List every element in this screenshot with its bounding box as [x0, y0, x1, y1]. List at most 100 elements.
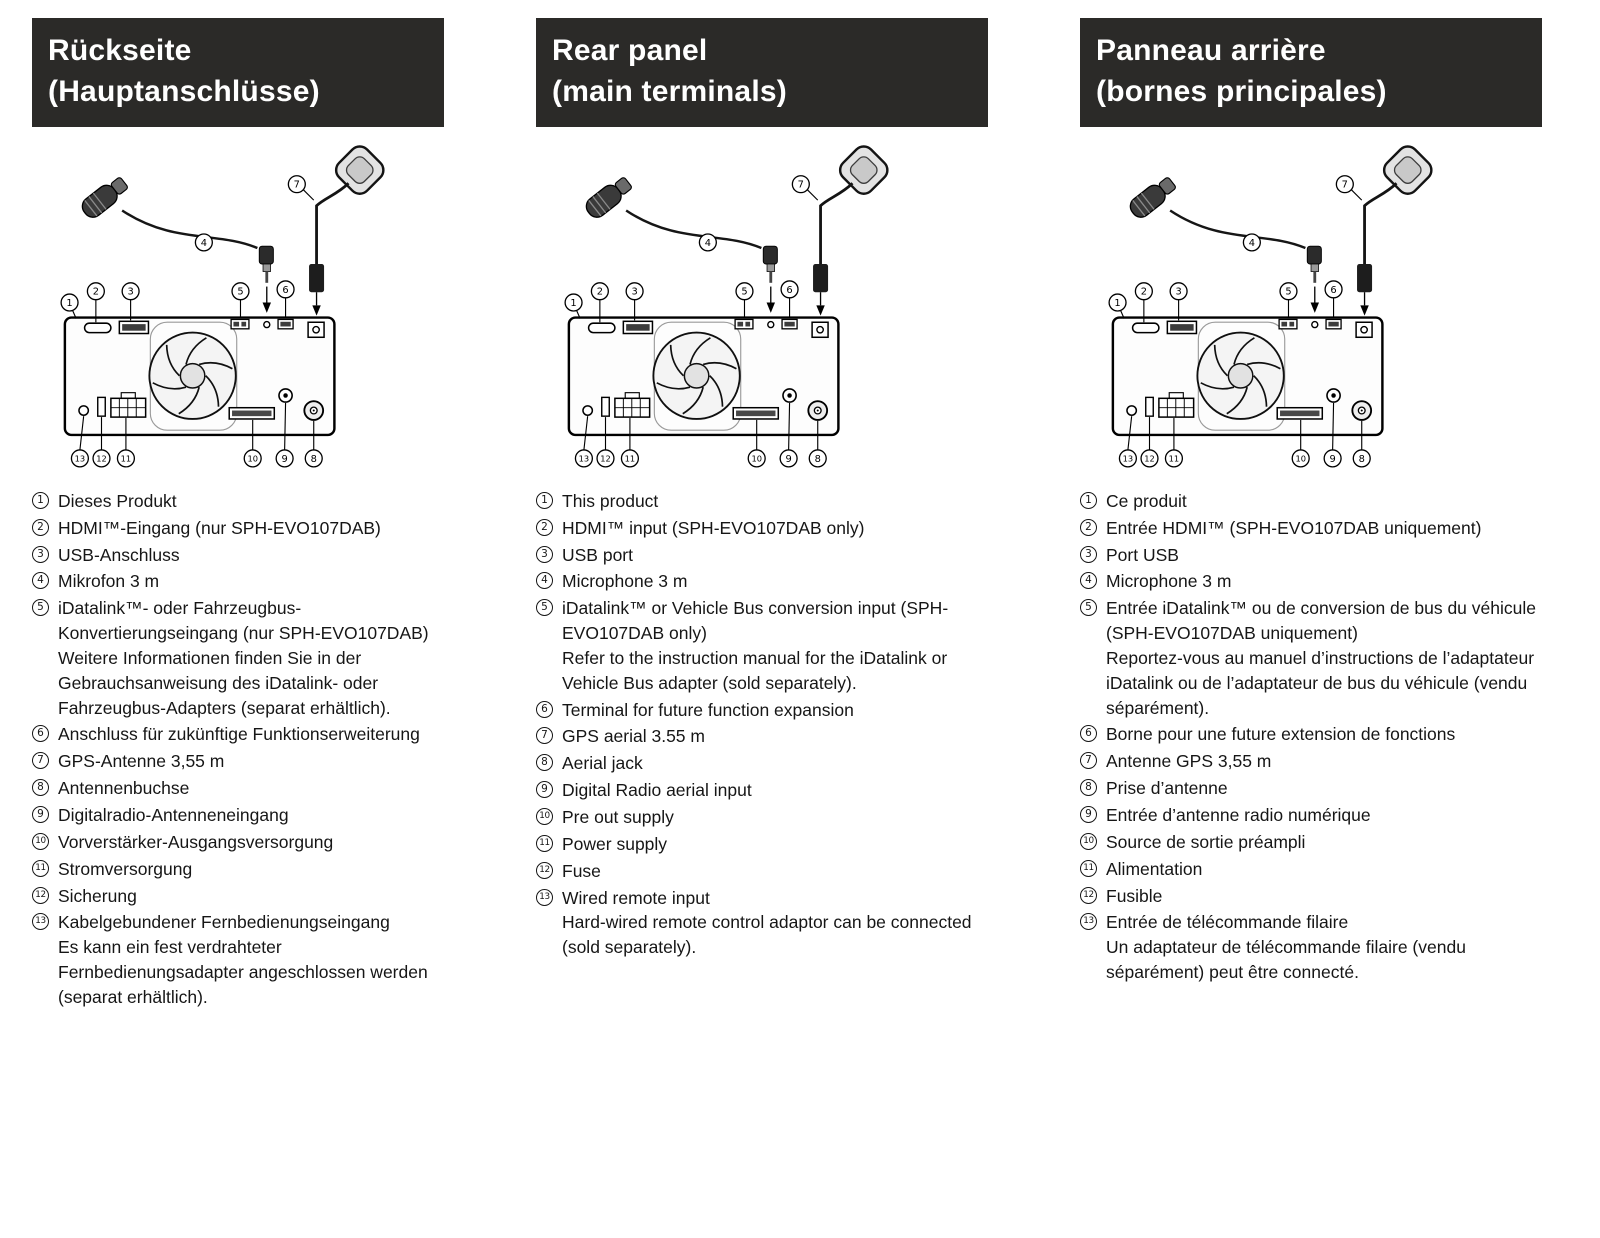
legend-item: 10 Pre out supply — [536, 805, 988, 830]
wired-remote-jack — [582, 404, 594, 416]
callout-8: 8 — [1352, 449, 1371, 468]
legend-item-note: Es kann ein fest verdrahteter Fernbedien… — [58, 937, 428, 1007]
legend-item-text: Fusible — [1106, 885, 1163, 906]
gps-aerial-jack — [307, 321, 325, 338]
svg-text:1: 1 — [66, 298, 72, 309]
fuse — [601, 396, 610, 417]
item-number-badge: 8 — [1080, 779, 1097, 797]
idatalink-port — [734, 318, 754, 330]
gps-antenna-icon — [309, 145, 385, 316]
legend-item-text: Mikrofon 3 m — [58, 571, 160, 592]
callout-10: 10 — [243, 449, 262, 468]
gps-aerial-jack — [1355, 321, 1373, 338]
callout-7: 7 — [1335, 174, 1354, 194]
svg-text:3: 3 — [631, 286, 637, 297]
legend-item-text: Pre out supply — [562, 806, 674, 827]
svg-text:3: 3 — [1175, 286, 1181, 297]
callout-13: 13 — [70, 449, 90, 468]
item-number-badge: 1 — [32, 491, 49, 509]
gps-cable — [819, 182, 854, 266]
item-number-badge: 8 — [32, 779, 49, 797]
item-number-badge: 3 — [1080, 545, 1097, 563]
svg-text:2: 2 — [597, 286, 603, 297]
cooling-fan-icon — [148, 321, 238, 431]
legend-item-text: Vorverstärker-Ausgangsversorgung — [58, 831, 334, 852]
item-number-badge: 2 — [536, 518, 553, 536]
rear-panel-unit — [567, 316, 840, 436]
legend-item-text: Stromversorgung — [58, 858, 193, 879]
gps-antenna-icon — [1357, 145, 1433, 316]
legend-item-text: Sicherung — [58, 885, 137, 906]
item-number-badge: 6 — [536, 700, 553, 718]
item-number-badge: 4 — [536, 572, 553, 590]
legend-item-text: Wired remote input — [562, 887, 710, 908]
item-number-badge: 13 — [32, 913, 49, 931]
aerial-jack — [303, 399, 325, 421]
item-number-badge: 9 — [32, 805, 49, 823]
svg-text:6: 6 — [282, 285, 288, 296]
item-number-badge: 10 — [536, 807, 553, 825]
wired-remote-jack — [1126, 404, 1138, 416]
callout-7: 7 — [287, 174, 306, 194]
item-number-badge: 1 — [536, 491, 553, 509]
svg-text:5: 5 — [237, 286, 243, 297]
usb-port — [622, 320, 654, 335]
legend-item-note: Hard-wired remote control adaptor can be… — [562, 912, 972, 958]
gps-connector-block — [813, 263, 829, 292]
item-number-badge: 11 — [536, 834, 553, 852]
power-connector — [110, 391, 147, 418]
rear-panel-unit — [63, 316, 336, 436]
microphone-icon — [81, 176, 274, 313]
svg-text:8: 8 — [1359, 454, 1365, 465]
callout-11: 11 — [1164, 449, 1184, 468]
legend-item-text: Prise d’antenne — [1106, 778, 1228, 799]
mic-input-jack — [767, 320, 775, 329]
mic-plug-collar — [262, 263, 271, 272]
svg-text:13: 13 — [75, 453, 86, 463]
legend-item-text: iDatalink™ or Vehicle Bus conversion inp… — [562, 598, 949, 644]
svg-text:5: 5 — [741, 286, 747, 297]
digital-radio-jack — [278, 387, 293, 403]
legend-item-text: Entrée de télécommande filaire — [1106, 912, 1349, 933]
svg-text:10: 10 — [1295, 453, 1306, 463]
callout-5: 5 — [231, 281, 250, 301]
expansion-port — [781, 318, 798, 330]
item-number-badge: 13 — [536, 888, 553, 906]
callout-1: 1 — [564, 293, 583, 312]
fuse — [1145, 396, 1154, 417]
column-french: Panneau arrière (bornes principales) — [1080, 18, 1542, 1012]
svg-text:11: 11 — [1169, 453, 1180, 463]
callout-9: 9 — [779, 449, 798, 468]
callout-8: 8 — [304, 449, 323, 468]
legend-item-note: Weitere Informationen finden Sie in der … — [58, 647, 391, 718]
microphone-cable — [121, 209, 258, 249]
callout-13: 13 — [1118, 449, 1138, 468]
svg-text:3: 3 — [127, 286, 133, 297]
gps-cable-arrow-icon — [1360, 305, 1369, 316]
legend-item-text: GPS-Antenne 3,55 m — [58, 751, 225, 772]
item-number-badge: 3 — [32, 545, 49, 563]
item-number-badge: 4 — [32, 572, 49, 590]
svg-text:2: 2 — [1141, 286, 1147, 297]
expansion-port — [277, 318, 294, 330]
item-number-badge: 7 — [1080, 752, 1097, 770]
item-number-badge: 11 — [1080, 859, 1097, 877]
callout-1: 1 — [1108, 293, 1127, 312]
svg-text:12: 12 — [600, 453, 611, 463]
